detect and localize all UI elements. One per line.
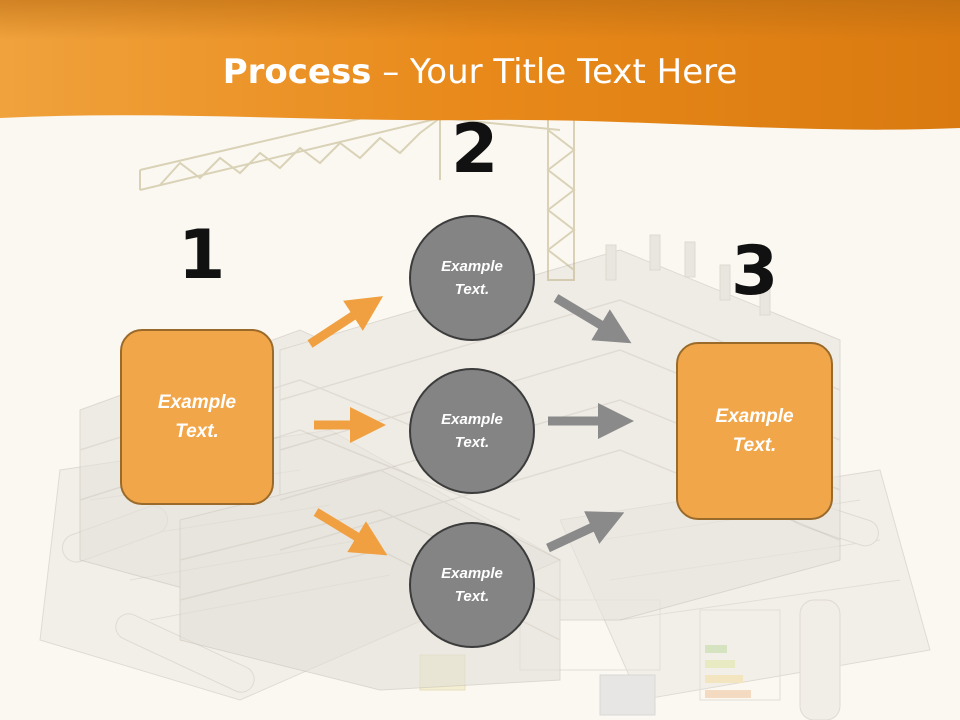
title-bold: Process <box>222 52 372 92</box>
arrow-from-circle-bottom <box>546 511 625 553</box>
step-1-text: Example Text. <box>157 392 237 442</box>
step-number-2: 2 <box>451 110 499 189</box>
arrow-to-circle-top <box>307 296 384 348</box>
circle-top: Example Text. <box>409 215 535 341</box>
circle-top-text: Example Text. <box>441 258 503 298</box>
step-number-3: 3 <box>731 232 779 311</box>
arrow-to-circle-bottom <box>313 508 388 556</box>
circle-middle-text: Example Text. <box>441 411 503 451</box>
slide-title: Process – Your Title Text Here <box>0 52 960 92</box>
step-1-box: Example Text. <box>120 329 274 505</box>
step-3-box: Example Text. <box>676 342 833 520</box>
step-number-1: 1 <box>178 216 226 295</box>
circle-bottom-text: Example Text. <box>441 565 503 605</box>
arrow-from-circle-top <box>553 294 632 344</box>
title-rest: – Your Title Text Here <box>371 52 738 92</box>
circle-bottom: Example Text. <box>409 522 535 648</box>
step-3-text: Example Text. <box>715 406 794 456</box>
circle-middle: Example Text. <box>409 368 535 494</box>
